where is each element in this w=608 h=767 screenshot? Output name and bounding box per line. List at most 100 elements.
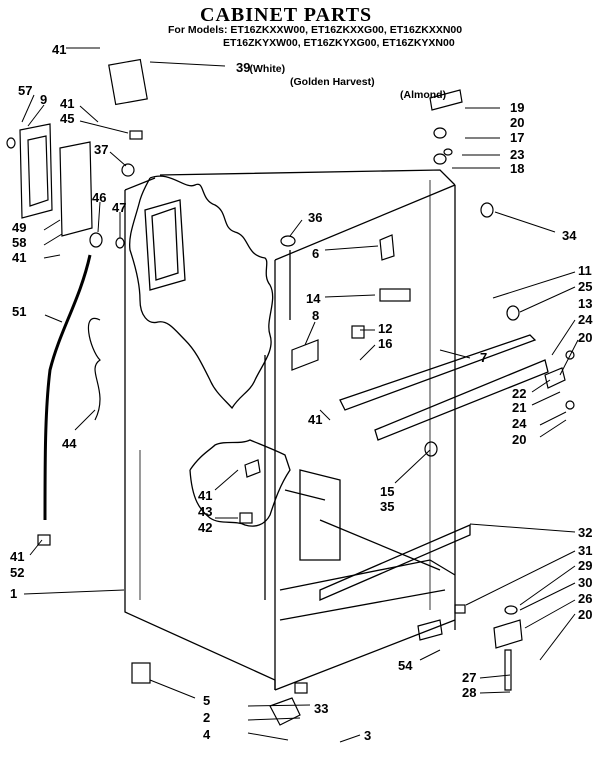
hinge-6: [379, 234, 395, 261]
callout-41a: 41: [52, 42, 66, 57]
callout-8: 8: [312, 308, 319, 323]
cap-25: [506, 305, 520, 321]
callout-47: 47: [112, 200, 126, 215]
callout-43: 43: [198, 504, 212, 519]
callout-36: 36: [308, 210, 322, 225]
hinge-17: [433, 127, 447, 139]
bracket-43: [244, 459, 261, 478]
callout-1: 1: [10, 586, 17, 601]
color-golden-harvest: (Golden Harvest): [290, 76, 375, 88]
model-line-2: ET16ZKYXW00, ET16ZKYXG00, ET16ZKYXN00: [223, 37, 455, 49]
callout-24a: 24: [578, 312, 593, 327]
handle-14: [379, 288, 411, 302]
callout-54: 54: [398, 658, 413, 673]
roller-5: [131, 662, 151, 684]
callout-9: 9: [40, 92, 47, 107]
callout-16: 16: [378, 336, 392, 351]
callout-17: 17: [510, 130, 524, 145]
spacer-31: [454, 604, 466, 614]
panel-49: [19, 123, 53, 219]
callout-22: 22: [512, 386, 526, 401]
clip-12: [351, 325, 365, 339]
callout-29: 29: [578, 558, 592, 573]
callout-58: 58: [12, 235, 26, 250]
callout-18: 18: [510, 161, 524, 176]
callout-19: 19: [510, 100, 524, 115]
callout-4: 4: [203, 727, 211, 742]
callout-30: 30: [578, 575, 592, 590]
plug-37: [121, 163, 135, 177]
harness-44: [87, 317, 101, 421]
hinge-cover-19: [429, 89, 463, 111]
washer-24b: [565, 400, 575, 410]
washer-30: [504, 605, 518, 615]
callout-52: 52: [10, 565, 24, 580]
callout-20b: 20: [578, 330, 592, 345]
callout-37: 37: [94, 142, 108, 157]
cabinet-body: [124, 169, 549, 691]
cap-35: [424, 441, 438, 457]
callout-20a: 20: [510, 115, 524, 130]
callout-34: 34: [562, 228, 577, 243]
callout-23: 23: [510, 147, 524, 162]
callout-26: 26: [578, 591, 592, 606]
callout-27: 27: [462, 670, 476, 685]
leader-lines: [21, 47, 579, 743]
pin-28: [504, 649, 512, 691]
callout-42: 42: [198, 520, 212, 535]
callout-41d: 41: [308, 412, 322, 427]
callout-41c: 41: [12, 250, 26, 265]
callout-11: 11: [578, 263, 592, 278]
parts: [6, 58, 575, 726]
spacer-18: [433, 153, 447, 165]
callout-33: 33: [314, 701, 328, 716]
callout-25: 25: [578, 279, 592, 294]
callout-2: 2: [203, 710, 210, 725]
plate-33: [294, 682, 308, 694]
callout-labels: 41 39 57 9 41 45 37 46 47 49 58 41 51 44…: [10, 42, 593, 743]
callout-24b: 24: [512, 416, 527, 431]
clip-42: [239, 512, 253, 524]
callout-41b: 41: [60, 96, 74, 111]
callout-41f: 41: [10, 549, 24, 564]
diagram-header: CABINET PARTS For Models: ET16ZKXXW00, E…: [0, 0, 608, 101]
callout-6: 6: [312, 246, 319, 261]
color-almond: (Almond): [400, 89, 447, 101]
hinge-22: [544, 367, 566, 389]
callout-31: 31: [578, 543, 592, 558]
cap-34: [480, 202, 494, 218]
callout-39: 39: [236, 60, 250, 75]
leveler-2: [269, 697, 301, 726]
callout-13: 13: [578, 296, 592, 311]
model-list: For Models: ET16ZKXXW00, ET16ZKXXG00, ET…: [168, 24, 463, 101]
bracket-45: [129, 130, 143, 140]
washer-47: [115, 237, 125, 249]
callout-5: 5: [203, 693, 210, 708]
plug-36: [280, 235, 296, 247]
bracket-8: [291, 339, 319, 371]
callout-46: 46: [92, 190, 106, 205]
callout-12: 12: [378, 321, 392, 336]
gasket-58: [59, 141, 93, 237]
valve-46: [89, 232, 103, 248]
callout-7: 7: [480, 350, 487, 365]
color-white: (White): [249, 63, 286, 75]
callout-15: 15: [380, 484, 394, 499]
callout-49: 49: [12, 220, 26, 235]
callout-44: 44: [62, 436, 77, 451]
callout-41e: 41: [198, 488, 212, 503]
washer-23: [443, 148, 453, 156]
model-line-1: For Models: ET16ZKXXW00, ET16ZKXXG00, ET…: [168, 24, 463, 36]
callout-51: 51: [12, 304, 26, 319]
callout-45: 45: [60, 111, 74, 126]
callout-20c: 20: [512, 432, 526, 447]
clamp-52: [37, 534, 51, 546]
clip-57: [6, 137, 16, 149]
tube-51: [43, 254, 92, 521]
callout-32: 32: [578, 525, 592, 540]
bracket-54: [417, 619, 443, 641]
callout-21: 21: [512, 400, 526, 415]
cover-plate-39: [108, 58, 148, 106]
diagram-title: CABINET PARTS: [200, 4, 373, 26]
